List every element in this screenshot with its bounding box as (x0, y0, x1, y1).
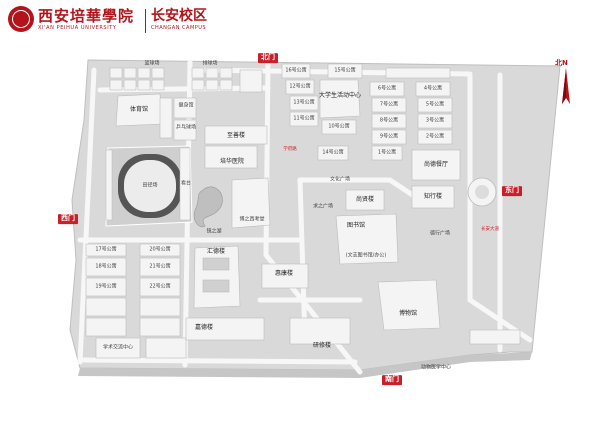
central-campus (335, 185, 455, 331)
south-buildings (185, 245, 521, 345)
east-gate-label[interactable]: 东门 (502, 186, 522, 196)
label-dorm-21: 21号公寓 (149, 263, 171, 270)
label-gym: 体育馆 (129, 106, 149, 113)
lake-icon (193, 186, 223, 228)
label-zhishan: 至善楼 (226, 132, 246, 139)
label-dorm-3: 3号公寓 (425, 117, 445, 124)
label-dorm-17: 17号公寓 (95, 246, 117, 253)
label-dorm-6: 6号公寓 (377, 85, 397, 92)
label-research: 研修楼 (312, 342, 332, 349)
south-gate-label[interactable]: 南门 (382, 375, 402, 385)
label-dorm-19: 19号公寓 (95, 283, 117, 290)
label-huide: 汇德楼 (206, 248, 226, 255)
label-science-plaza: 求之广场 (312, 203, 334, 210)
university-name-en: XI'AN PEIHUA UNIVERSITY (38, 25, 117, 31)
header-divider (145, 9, 146, 33)
label-dorm-9: 9号公寓 (379, 133, 399, 140)
label-track: 田径场 (142, 182, 158, 189)
east-gate-plaza (467, 177, 497, 207)
label-culture-plaza: 文化广场 (329, 176, 351, 183)
label-fitness: 健身馆 (178, 102, 194, 109)
dorm-cluster-southwest (85, 243, 187, 359)
sports-courts (109, 67, 233, 91)
gym-area (115, 93, 197, 141)
label-jiade: 嘉德楼 (194, 324, 214, 331)
label-dorm-13: 13号公寓 (293, 99, 315, 106)
map-header: 西安培華學院 XI'AN PEIHUA UNIVERSITY 长安校区 CHAN… (0, 0, 605, 40)
label-museum: 博物馆 (398, 310, 418, 317)
stadium (105, 145, 193, 227)
label-dorm-20: 20号公寓 (149, 246, 171, 253)
label-bowu-hall: 博之西考堂 (239, 216, 265, 223)
label-yukang: 惠康楼 (274, 270, 294, 277)
label-ping-pong: 乒乓球场 (175, 124, 197, 131)
central-buildings (204, 69, 271, 229)
label-dorm-1: 1号公寓 (377, 149, 397, 156)
compass-north-label: 北N (555, 59, 568, 67)
label-shangxian: 尚贤楼 (355, 196, 375, 203)
label-dorm-11: 11号公寓 (293, 115, 315, 122)
label-dorm-5: 5号公寓 (425, 101, 445, 108)
label-dorm-16: 16号公寓 (285, 67, 307, 74)
label-dorm-10: 10号公寓 (328, 123, 350, 130)
label-dorm-12: 12号公寓 (289, 83, 311, 90)
label-peihua-hospital: 培华医院 (219, 158, 245, 165)
label-library-sub: (文志图书馆/办公) (345, 252, 387, 259)
label-animal-center: 动物医学中心 (420, 364, 452, 371)
dorm-cluster-north (281, 63, 461, 181)
university-seal-icon (8, 6, 34, 32)
label-library: 图书馆 (346, 222, 366, 229)
label-dorm-14: 14号公寓 (322, 149, 344, 156)
label-student-activity: 大学生活动中心 (318, 92, 362, 99)
label-stand: 看台 (180, 180, 192, 187)
label-canteen: 尚德餐厅 (423, 161, 449, 168)
label-dorm-2: 2号公寓 (425, 133, 445, 140)
compass-arrow-icon (562, 68, 570, 104)
label-dorm-4: 4号公寓 (423, 85, 443, 92)
label-road-west: 学府路 (283, 146, 297, 152)
label-dorm-18: 18号公寓 (95, 263, 117, 270)
university-name: 西安培華學院 (38, 7, 135, 25)
label-dorm-7: 7号公寓 (379, 101, 399, 108)
label-basketball: 篮球场 (144, 60, 160, 67)
label-lake: 镜之湖 (206, 228, 222, 235)
label-dorm-15: 15号公寓 (334, 67, 356, 74)
west-gate-label[interactable]: 西门 (58, 214, 78, 224)
label-dorm-8: 8号公寓 (379, 117, 399, 124)
campus-name-en: CHANGAN CAMPUS (151, 25, 207, 31)
campus-name: 长安校区 (151, 8, 207, 24)
label-volleyball: 排球场 (202, 60, 218, 67)
label-road-east: 长安大道 (481, 226, 499, 232)
label-zhixing: 知行楼 (423, 193, 443, 200)
label-academic-center: 学术交流中心 (102, 344, 134, 351)
label-reading-plaza: 德行广场 (429, 230, 451, 237)
label-dorm-22: 22号公寓 (149, 283, 171, 290)
north-gate-label[interactable]: 北门 (258, 53, 278, 63)
